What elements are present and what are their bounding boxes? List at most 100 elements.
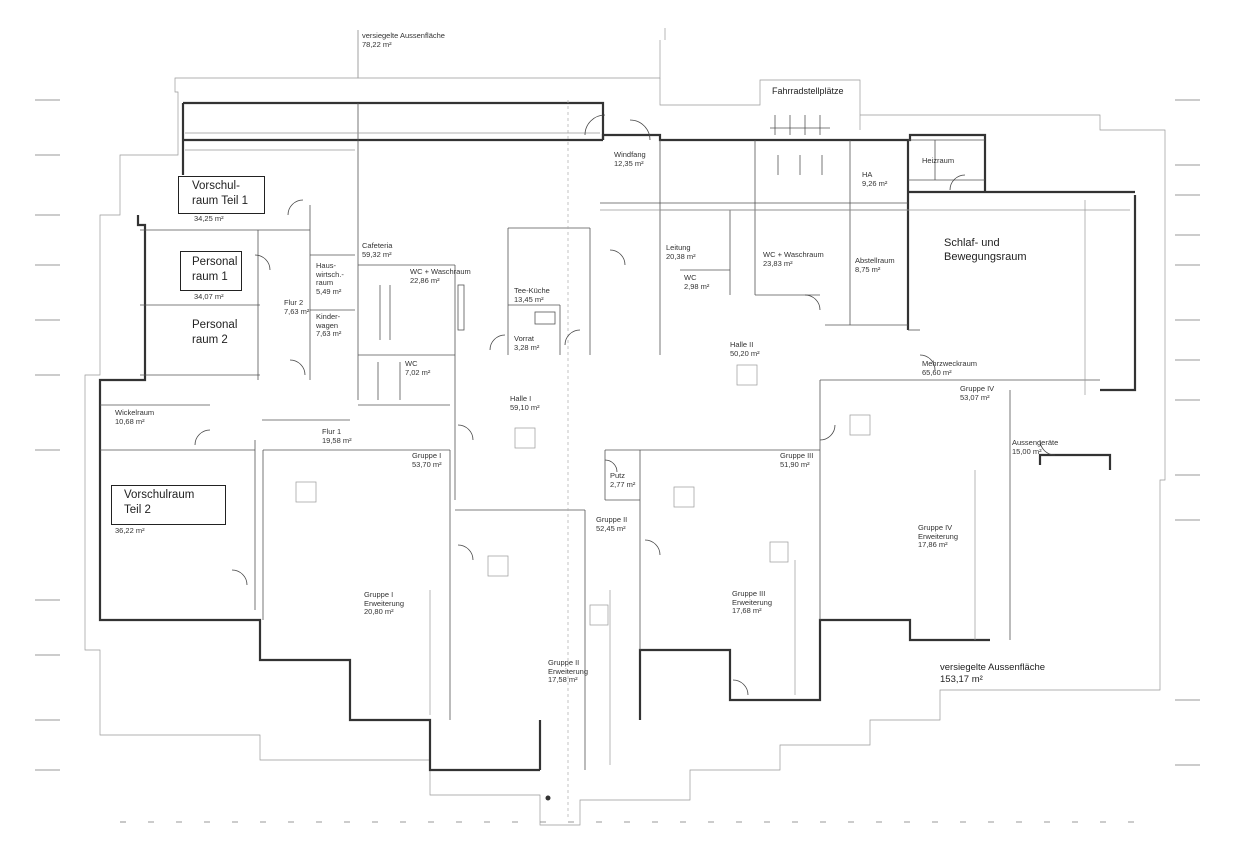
room-name: Tee-Küche <box>514 286 550 295</box>
halle-1-label: Halle I 59,10 m² <box>510 394 540 412</box>
room-name: Gruppe II Erweiterung <box>548 658 589 676</box>
room-name: Halle II <box>730 340 754 349</box>
putz-label: Putz 2,77 m² <box>610 471 636 489</box>
cafeteria-label: Cafeteria 59,32 m² <box>362 241 393 259</box>
gruppe-3-label: Gruppe III 51,90 m² <box>780 451 814 469</box>
room-name: Gruppe II <box>596 515 628 524</box>
room-name: Gruppe III Erweiterung <box>732 589 773 607</box>
door-swings <box>194 114 1056 696</box>
room-name: Haus- wirtsch.- raum <box>316 261 344 288</box>
heizraum-label: Heizraum <box>922 156 955 165</box>
room-name: HA <box>862 170 873 179</box>
gruppe-3-erweiterung-label: Gruppe III Erweiterung 17,68 m² <box>732 589 773 616</box>
bike-parking-label: Fahrradstellplätze <box>772 86 844 96</box>
room-area: 59,10 m² <box>510 402 540 412</box>
room-area: 65,60 m² <box>922 367 952 377</box>
gruppe-2-label: Gruppe II 52,45 m² <box>596 515 628 533</box>
room-area: 17,58 m² <box>548 675 578 685</box>
room-name: Gruppe IV <box>960 384 995 393</box>
room-area: 23,83 m² <box>763 258 793 268</box>
room-area: 5,49 m² <box>316 286 342 296</box>
room-area: 3,28 m² <box>514 342 540 352</box>
room-name: Gruppe IV Erweiterung <box>918 523 959 541</box>
sealed-area-top-label: versiegelte Aussenfläche 78,22 m² <box>362 31 445 49</box>
room-name: Aussengeräte <box>1012 438 1059 447</box>
hauswirtschaftsraum-label: Haus- wirtsch.- raum 5,49 m² <box>316 261 344 297</box>
vorschulraum-2-name: Vorschulraum Teil 2 <box>124 489 195 516</box>
wickelraum-label: Wickelraum 10,68 m² <box>115 408 154 426</box>
north-marker <box>545 795 551 801</box>
dimension-lines <box>185 132 1130 765</box>
room-name: versiegelte Aussenfläche <box>362 31 445 40</box>
wc-1-label: WC 7,02 m² <box>405 359 431 377</box>
room-area: 2,77 m² <box>610 479 636 489</box>
room-name: Vorrat <box>514 334 535 343</box>
room-area: 12,35 m² <box>614 158 644 168</box>
gruppe-4-erweiterung-label: Gruppe IV Erweiterung 17,86 m² <box>918 523 959 550</box>
room-area: 7,02 m² <box>405 367 431 377</box>
room-name: Putz <box>610 471 626 480</box>
left-ruler <box>35 99 60 771</box>
vorschulraum-2-box <box>111 485 226 525</box>
gruppe-4-label: Gruppe IV 53,07 m² <box>960 384 995 402</box>
room-area: 59,32 m² <box>362 249 392 259</box>
room-name: WC <box>684 273 697 282</box>
vorschulraum-1-box <box>178 176 265 214</box>
ha-label: HA 9,26 m² <box>862 170 888 188</box>
teekueche-label: Tee-Küche 13,45 m² <box>514 286 550 304</box>
leitung-label: Leitung 20,38 m² <box>666 243 696 261</box>
furniture-markers <box>295 364 871 626</box>
room-area: 17,86 m² <box>918 540 948 550</box>
room-area: 7,63 m² <box>316 329 342 339</box>
sanitary-fixtures <box>377 284 556 400</box>
room-area: 7,63 m² <box>284 306 310 316</box>
personalraum-1-name: Personal raum 1 <box>192 256 238 283</box>
schlaf-bewegungsraum-name: Schlaf- und Bewegungsraum <box>944 237 1027 264</box>
wc-2-label: WC 2,98 m² <box>684 273 710 291</box>
room-name: Mehrzweckraum <box>922 359 978 368</box>
room-name: Halle I <box>510 394 532 403</box>
vorschulraum-2-area: 36,22 m² <box>115 526 145 535</box>
exterior-walls <box>98 101 1137 772</box>
room-name: WC + Waschraum <box>410 267 471 276</box>
room-area: 22,86 m² <box>410 275 440 285</box>
room-name: Leitung <box>666 243 691 252</box>
vorrat-label: Vorrat 3,28 m² <box>514 334 540 352</box>
room-name: Gruppe I Erweiterung <box>364 590 405 608</box>
room-area: 17,68 m² <box>732 606 762 616</box>
room-area: 52,45 m² <box>596 523 626 533</box>
room-area: 13,45 m² <box>514 294 544 304</box>
room-name: Windfang <box>614 150 646 159</box>
room-area: 8,75 m² <box>855 264 881 274</box>
site-boundary <box>84 28 1166 826</box>
personalraum-1-area: 34,07 m² <box>194 292 224 301</box>
room-area: 9,26 m² <box>862 178 888 188</box>
room-area: 78,22 m² <box>362 39 392 49</box>
wc-waschraum-2-label: WC + Waschraum 23,83 m² <box>763 250 824 268</box>
bike-racks <box>770 115 830 175</box>
gruppe-1-label: Gruppe I 53,70 m² <box>412 451 442 469</box>
vorschulraum-1-area: 34,25 m² <box>194 214 224 223</box>
sealed-area-bottom-label: versiegelte Aussenfläche 153,17 m² <box>940 662 1045 686</box>
right-ruler <box>1175 99 1200 766</box>
room-area: 53,70 m² <box>412 459 442 469</box>
room-area: 50,20 m² <box>730 348 760 358</box>
room-name: Gruppe III <box>780 451 814 460</box>
room-area: 20,80 m² <box>364 607 394 617</box>
room-area: 51,90 m² <box>780 459 810 469</box>
room-area: 15,00 m² <box>1012 446 1042 456</box>
halle-2-label: Halle II 50,20 m² <box>730 340 760 358</box>
room-area: 2,98 m² <box>684 281 710 291</box>
room-name: WC <box>405 359 418 368</box>
personalraum-1-box <box>180 251 242 291</box>
room-area: 20,38 m² <box>666 251 696 261</box>
room-name: Flur 1 <box>322 427 342 436</box>
room-name: Gruppe I <box>412 451 442 460</box>
room-name: versiegelte Aussenfläche <box>940 662 1046 673</box>
room-area: 10,68 m² <box>115 416 145 426</box>
room-name: Cafeteria <box>362 241 393 250</box>
room-area: 53,07 m² <box>960 392 990 402</box>
mehrzweckraum-label: Mehrzweckraum 65,60 m² <box>922 359 978 377</box>
room-name: Flur 2 <box>284 298 304 307</box>
